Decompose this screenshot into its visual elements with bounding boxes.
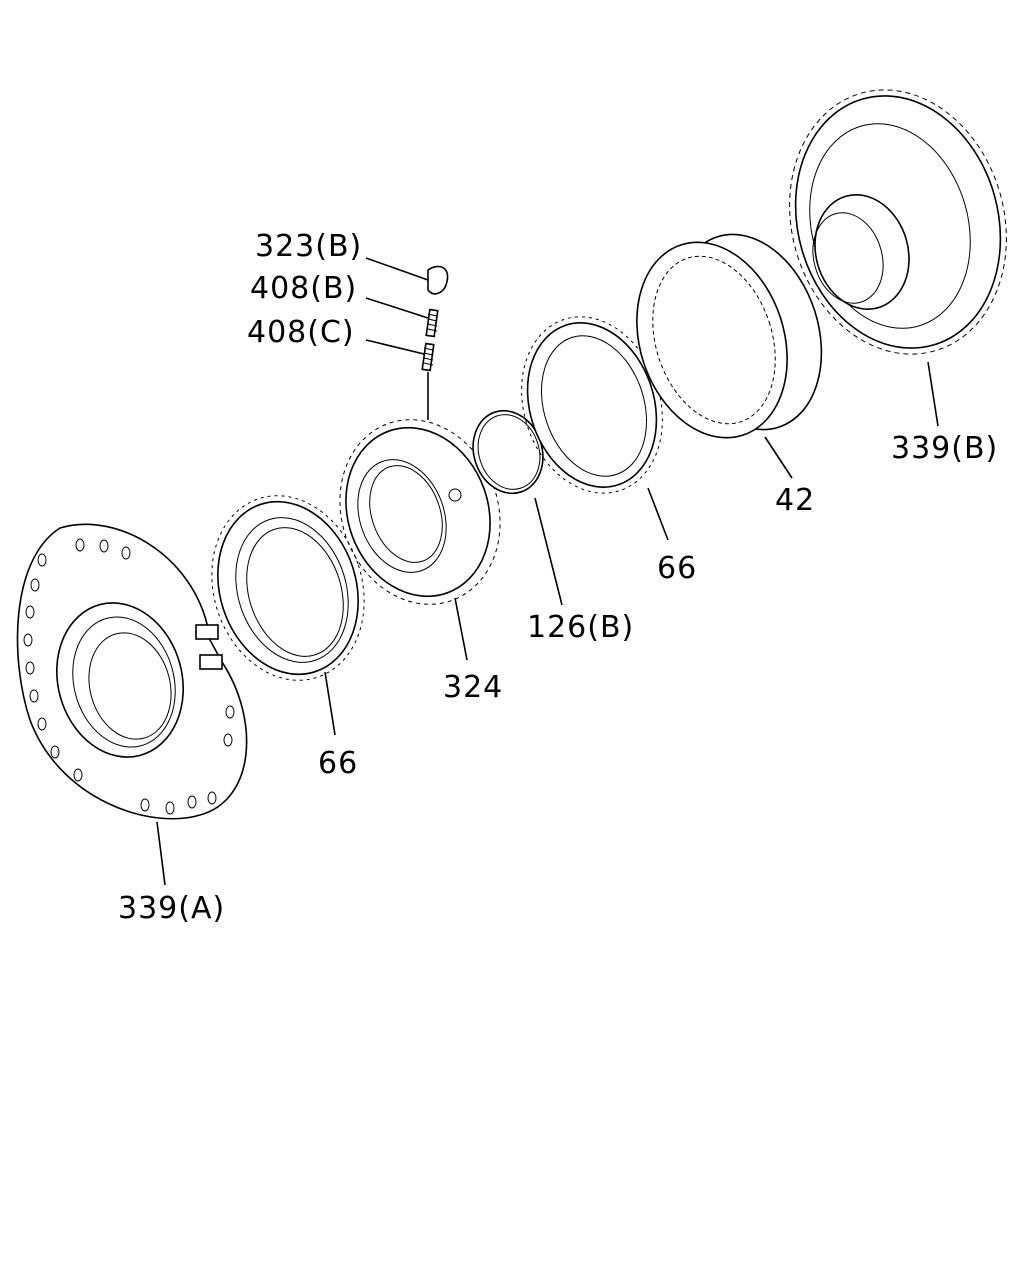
part-66-left-synchro-ring — [211, 495, 365, 681]
callout-66-left: 66 — [318, 746, 358, 781]
leader-lines — [156, 257, 939, 886]
callout-339a: 339(A) — [118, 891, 225, 926]
callout-labels: 323(B) 408(B) 408(C) 339(B) 42 66 126(B)… — [118, 229, 998, 926]
callout-408c: 408(C) — [247, 315, 355, 350]
callout-408b: 408(B) — [250, 271, 357, 306]
part-42-coupling-sleeve — [636, 233, 823, 439]
callout-323b: 323(B) — [255, 229, 362, 264]
part-339a-flange-plate — [16, 523, 248, 820]
callout-324: 324 — [443, 670, 503, 705]
callout-66-right: 66 — [657, 551, 697, 586]
callout-126b: 126(B) — [527, 610, 634, 645]
part-339b-gear — [789, 89, 1007, 355]
part-408b-spring — [425, 308, 439, 338]
callout-42: 42 — [775, 483, 815, 518]
part-408c-spring — [421, 342, 435, 372]
part-323b-key — [427, 265, 449, 295]
part-66-right-synchro-ring — [521, 316, 663, 494]
flange-bolt-holes — [23, 538, 235, 815]
callout-339b: 339(B) — [891, 431, 998, 466]
